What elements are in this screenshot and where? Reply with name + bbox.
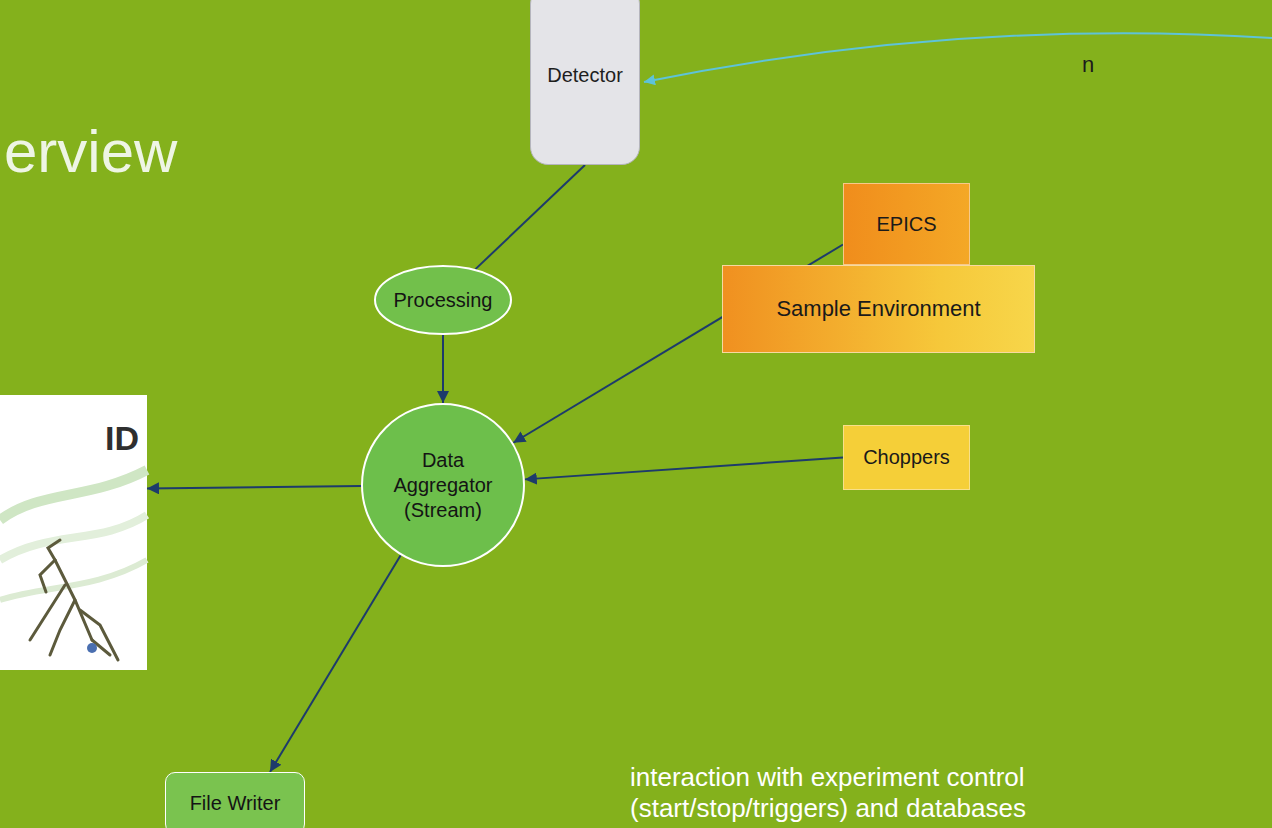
process-box: File Writer <box>165 772 305 828</box>
flow-arrow <box>442 335 444 403</box>
mantis-figure <box>30 540 118 660</box>
maker-icon <box>87 643 97 653</box>
flow-arrow <box>475 165 585 269</box>
logo-box: ID <box>0 395 147 670</box>
node-label: Detector <box>547 63 623 88</box>
system-box: Sample Environment <box>722 265 1035 353</box>
system-box: Choppers <box>843 425 970 490</box>
note-text: interaction with experiment control (sta… <box>630 762 1150 824</box>
flow-arrow <box>147 486 361 489</box>
node-label: Choppers <box>863 445 950 470</box>
logo-swirl <box>0 515 147 560</box>
node-label: Sample Environment <box>776 295 980 323</box>
node-label: EPICS <box>876 212 936 237</box>
neutron-path <box>644 33 1272 82</box>
flow-arrow <box>270 555 401 772</box>
system-box: EPICS <box>843 183 970 265</box>
node-label: File Writer <box>190 791 281 816</box>
process-ellipse: Processing <box>374 265 512 335</box>
software-logo <box>0 395 147 670</box>
logo-ground <box>0 395 147 670</box>
node-label: ID <box>105 417 139 460</box>
aggregator-circle: Data Aggregator (Stream) <box>361 403 525 567</box>
flow-arrow <box>525 458 843 480</box>
beam-label: n <box>1082 52 1094 78</box>
node-label: Data Aggregator (Stream) <box>383 448 503 523</box>
node-outline <box>375 266 511 334</box>
detector-box: Detector <box>530 0 640 165</box>
logo-swirl <box>0 470 147 520</box>
node-outline <box>362 404 524 566</box>
node-label: Processing <box>394 288 493 313</box>
slide-title: erview <box>4 116 177 188</box>
